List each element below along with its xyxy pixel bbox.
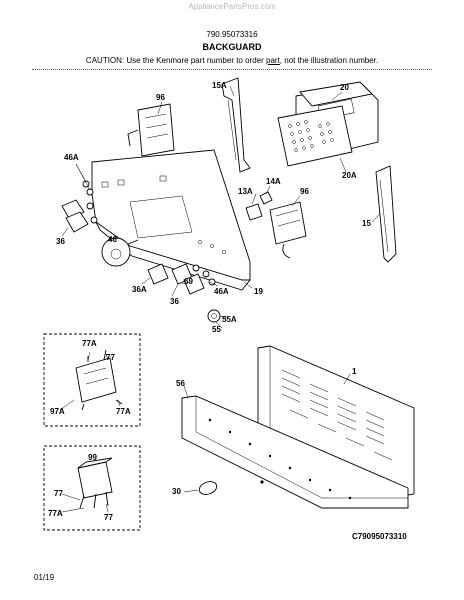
detail-circle-46: [101, 237, 139, 267]
caution-prefix: CAUTION: Use the Kenmore part number to …: [85, 56, 266, 65]
callout-56: 56: [176, 379, 185, 388]
callout-1: 1: [352, 367, 357, 376]
lower-back-panel-56: [181, 395, 409, 509]
illustration-number: C79095073310: [352, 532, 407, 541]
callout-77a-top: 77A: [82, 339, 97, 348]
callout-19: 19: [254, 287, 263, 296]
callout-13a: 13A: [238, 187, 253, 196]
indicator-14a: [259, 191, 273, 205]
knobs-left: [61, 199, 98, 233]
callout-14a: 14A: [266, 177, 281, 186]
callout-15: 15: [362, 219, 371, 228]
side-bracket-15a: [221, 77, 251, 173]
callout-99: 99: [88, 453, 97, 462]
callout-20a: 20A: [342, 171, 357, 180]
callout-55: 55: [212, 325, 221, 334]
caution-part-link: part: [266, 56, 280, 65]
callout-15a: 15A: [212, 81, 227, 90]
cover-plate-30: [198, 481, 218, 495]
keypad-overlay-20a: [277, 105, 353, 167]
clips-46a-left: [82, 180, 94, 196]
callout-36a: 36A: [132, 285, 147, 294]
section-title: BACKGUARD: [202, 42, 262, 52]
callout-30: 30: [172, 487, 181, 496]
callout-77a-right: 77A: [116, 407, 131, 416]
inset-box-terminal-block: [43, 333, 141, 427]
revision-date: 01/19: [34, 573, 55, 582]
callout-36-bottom: 36: [170, 297, 179, 306]
callout-96-right: 96: [300, 187, 309, 196]
callout-46a-left: 46A: [64, 153, 79, 162]
watermark: AppliancePartsPros.com: [188, 2, 276, 11]
header-divider: [32, 69, 432, 70]
wire-harness-bracket-right: [269, 201, 307, 259]
callout-69: 69: [184, 277, 193, 286]
callout-46: 46: [108, 235, 117, 244]
callout-97a: 97A: [50, 407, 65, 416]
knobs-bottom: [147, 263, 216, 295]
callout-96-top: 96: [156, 93, 165, 102]
inset-box-relay: [43, 445, 141, 531]
grommet-55: [207, 309, 221, 323]
caution-note: CAUTION: Use the Kenmore part number to …: [0, 56, 464, 65]
model-number: 790.95073316: [206, 30, 258, 39]
callout-36-left: 36: [56, 237, 65, 246]
backguard-panel: [91, 149, 251, 291]
callout-20: 20: [340, 83, 349, 92]
side-bracket-15: [375, 165, 397, 263]
callout-77-bottom: 77: [104, 513, 113, 522]
callout-77-top: 77: [106, 353, 115, 362]
callout-77-left: 77: [54, 489, 63, 498]
callout-77a-bottom: 77A: [48, 509, 63, 518]
switch-13a: [245, 203, 263, 221]
callout-55a: 55A: [222, 315, 237, 324]
caution-suffix: , not the illustration number.: [279, 56, 379, 65]
callout-46a-bottom: 46A: [214, 287, 229, 296]
leader-lines: [59, 85, 381, 513]
